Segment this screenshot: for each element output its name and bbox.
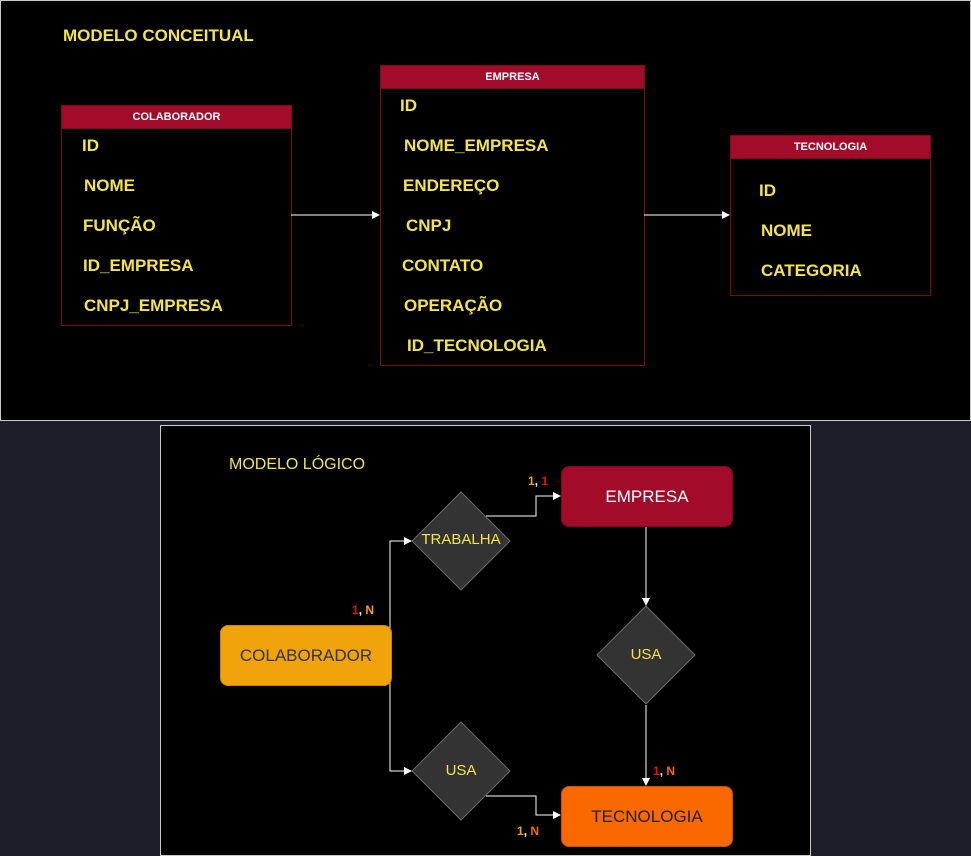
tecnologia-field: CATEGORIA [761, 261, 862, 280]
empresa-field: ENDEREÇO [403, 176, 500, 195]
cardinality-max: N [666, 764, 676, 778]
colaborador-usa-connector [389, 655, 412, 775]
usa-colaborador-diamond[interactable] [411, 721, 511, 821]
colaborador-cardinality: 1, N [352, 603, 374, 617]
empresa-entity[interactable]: EMPRESA [561, 466, 733, 527]
empresa-table-header: EMPRESA [381, 66, 644, 89]
usa-empresa-diamond[interactable] [596, 605, 696, 705]
tecnologia-entity[interactable]: TECNOLOGIA [561, 786, 733, 847]
cardinality-sep: , [523, 824, 531, 838]
conceptual-model-panel: MODELO CONCEITUAL COLABORADOR ID NOME FU… [0, 0, 971, 421]
cardinality-min: 1 [528, 474, 535, 488]
colaborador-entity[interactable]: COLABORADOR [220, 625, 392, 686]
usa-tecnologia-bottom-connector [486, 795, 561, 819]
empresa-field: OPERAÇÃO [404, 296, 503, 315]
tecnologia-top-cardinality: 1, N [653, 764, 675, 778]
colaborador-field: FUNÇÃO [83, 216, 156, 235]
usa-empresa-label: USA [630, 646, 662, 663]
tecnologia-table-header: TECNOLOGIA [731, 136, 930, 159]
cardinality-min: 1 [653, 764, 660, 778]
empresa-field: CNPJ [406, 216, 452, 235]
empresa-field: ID_TECNOLOGIA [407, 336, 547, 355]
tecnologia-field: ID [759, 181, 776, 200]
trabalha-diamond[interactable] [411, 491, 511, 591]
colaborador-field: NOME [84, 176, 135, 195]
cardinality-min: 1 [352, 603, 359, 617]
tecnologia-field: NOME [761, 221, 812, 240]
empresa-field: ID [400, 96, 417, 115]
colaborador-table-header: COLABORADOR [62, 106, 291, 129]
cardinality-max: 1 [541, 474, 549, 488]
colaborador-field: CNPJ_EMPRESA [84, 296, 223, 315]
logical-model-panel: MODELO LÓGICO EMPRESA COLABORADOR TECNOL… [160, 425, 811, 856]
logical-model-title: MODELO LÓGICO [229, 456, 366, 473]
cardinality-max: N [530, 824, 540, 838]
colaborador-field: ID [82, 136, 99, 155]
cardinality-sep: , [534, 474, 542, 488]
empresa-table[interactable]: EMPRESA ID NOME_EMPRESA ENDEREÇO CNPJ CO… [380, 65, 645, 366]
trabalha-empresa-connector [486, 492, 561, 517]
trabalha-label: TRABALHA [421, 531, 501, 548]
colaborador-trabalha-connector [389, 537, 412, 655]
cardinality-min: 1 [517, 824, 524, 838]
usa-colaborador-label: USA [445, 762, 477, 779]
empresa-cardinality: 1, 1 [528, 474, 548, 488]
empresa-field: NOME_EMPRESA [404, 136, 549, 155]
colaborador-field: ID_EMPRESA [83, 256, 194, 275]
logical-connectors [389, 491, 696, 821]
tecnologia-bottom-cardinality: 1, N [517, 824, 539, 838]
conceptual-connectors [291, 211, 730, 219]
tecnologia-table[interactable]: TECNOLOGIA ID NOME CATEGORIA [730, 135, 931, 296]
cardinality-sep: , [659, 764, 667, 778]
cardinality-max: N [365, 603, 375, 617]
cardinality-sep: , [358, 603, 366, 617]
empresa-field: CONTATO [402, 256, 484, 275]
conceptual-model-title: MODELO CONCEITUAL [63, 26, 254, 45]
